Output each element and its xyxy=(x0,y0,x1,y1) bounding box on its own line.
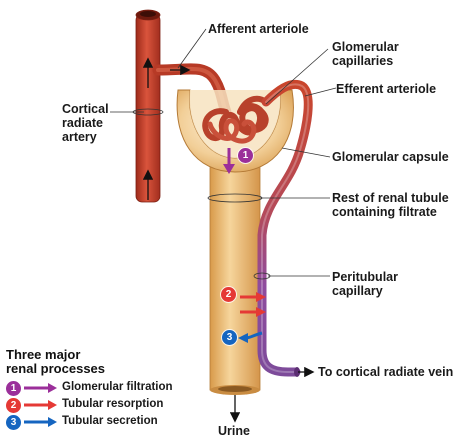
resorption-arrows xyxy=(240,292,266,317)
legend-badge-3: 3 xyxy=(6,415,21,430)
label-to-cortical-radiate-vein: To cortical radiate vein xyxy=(318,365,454,379)
label-peritubular-capillary: Peritubular capillary xyxy=(332,270,398,298)
label-urine: Urine xyxy=(218,424,250,438)
legend-badge-2: 2 xyxy=(6,398,21,413)
cortical-radiate-artery-vessel xyxy=(135,9,161,203)
legend-title: Three major renal processes xyxy=(6,347,106,376)
vein-end xyxy=(294,367,300,377)
secretion-badge: 3 xyxy=(222,330,237,345)
label-efferent-arteriole: Efferent arteriole xyxy=(336,82,437,96)
peritubular-capillary-vessel xyxy=(257,80,313,377)
legend-badge-1: 1 xyxy=(6,381,21,396)
label-glomerular-capsule: Glomerular capsule xyxy=(332,150,449,164)
label-afferent-arteriole: Afferent arteriole xyxy=(208,22,309,36)
label-cortical-radiate-artery: Cortical radiate artery xyxy=(62,102,109,144)
legend-label-secretion: Tubular secretion xyxy=(62,415,158,427)
label-glomerular-capillaries: Glomerular capillaries xyxy=(332,40,399,68)
legend-arrows xyxy=(24,383,57,427)
leader-lines xyxy=(110,28,337,280)
resorption-badge: 2 xyxy=(221,287,236,302)
filtration-badge: 1 xyxy=(238,148,253,163)
legend-label-filtration: Glomerular filtration xyxy=(62,381,173,393)
legend-label-resorption: Tubular resorption xyxy=(62,398,164,410)
secretion-arrow xyxy=(238,331,263,343)
label-rest-of-renal-tubule: Rest of renal tubule containing filtrate xyxy=(332,191,449,219)
